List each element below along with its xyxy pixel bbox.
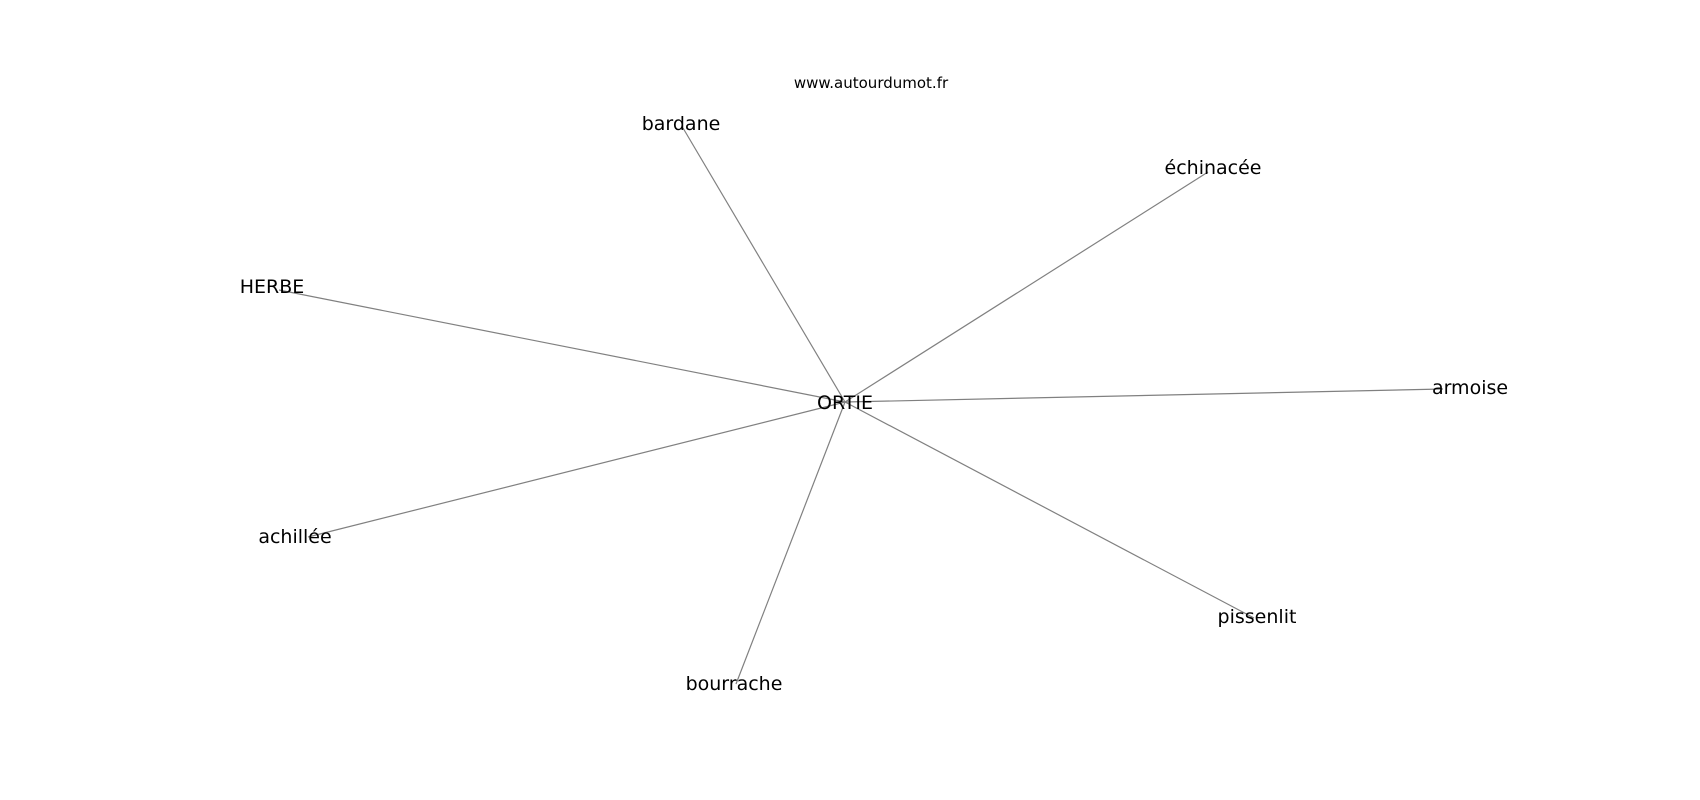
nodes: ORTIE bardane échinacée HERBE armoise ac… xyxy=(240,113,1508,695)
node-pissenlit[interactable]: pissenlit xyxy=(1218,606,1297,628)
node-center-ortie[interactable]: ORTIE xyxy=(817,392,873,414)
node-bourrache[interactable]: bourrache xyxy=(686,673,783,695)
site-watermark: www.autourdumot.fr xyxy=(794,74,949,92)
edge-herbe xyxy=(278,289,846,403)
node-achillee[interactable]: achillée xyxy=(258,526,331,548)
node-echinacee[interactable]: échinacée xyxy=(1165,157,1262,179)
node-bardane[interactable]: bardane xyxy=(642,113,721,135)
edge-armoise xyxy=(844,388,1444,403)
edge-bourrache xyxy=(735,401,846,685)
edge-achillee xyxy=(307,401,846,538)
node-armoise[interactable]: armoise xyxy=(1432,377,1508,399)
node-herbe[interactable]: HERBE xyxy=(240,276,305,298)
edges xyxy=(278,127,1444,685)
edge-pissenlit xyxy=(844,401,1255,619)
edge-bardane xyxy=(682,127,846,403)
edge-echinacee xyxy=(844,171,1209,403)
